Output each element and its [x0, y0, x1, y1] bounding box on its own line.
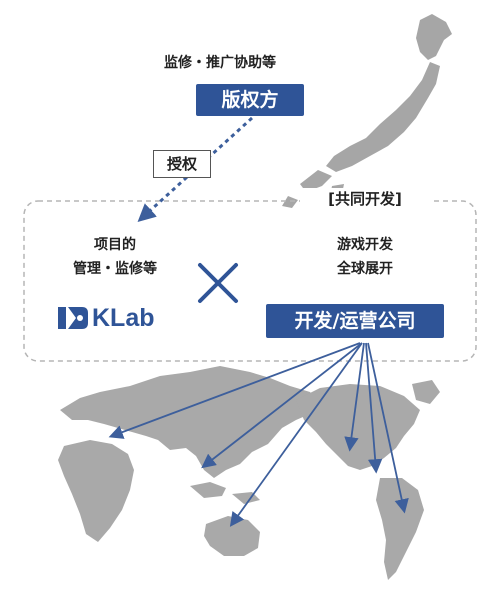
- arrow-to-south-america: [367, 342, 409, 514]
- world-map: [58, 366, 440, 580]
- right-role-line1: 游戏开发: [337, 237, 393, 253]
- license-label: 授权: [153, 150, 211, 178]
- arrow-to-north-america: [344, 342, 365, 452]
- klab-logo: KLab: [58, 302, 155, 334]
- distribution-arrows: [108, 342, 409, 527]
- arrow-to-australia: [229, 342, 363, 527]
- collab-title: [共同开发]: [300, 188, 430, 209]
- arrow-to-east-asia: [201, 342, 363, 469]
- arrow-to-north-america-east: [365, 342, 383, 474]
- rights-holder-box: 版权方: [196, 84, 304, 116]
- rights-holder-caption: 监修・推广协助等: [164, 55, 276, 71]
- japan-map: [282, 14, 452, 208]
- right-role-line2: 全球展开: [337, 261, 393, 277]
- klab-logo-text: KLab: [92, 303, 155, 332]
- klab-logo-mark-icon: [58, 307, 88, 329]
- collaboration-cross-icon: [198, 263, 238, 303]
- operator-box: 开发/运营公司: [266, 304, 444, 338]
- arrow-to-europe: [108, 342, 361, 439]
- collab-dashed-box: [23, 200, 477, 362]
- left-role-line1: 项目的: [94, 237, 136, 253]
- left-role-line2: 管理・监修等: [73, 261, 157, 277]
